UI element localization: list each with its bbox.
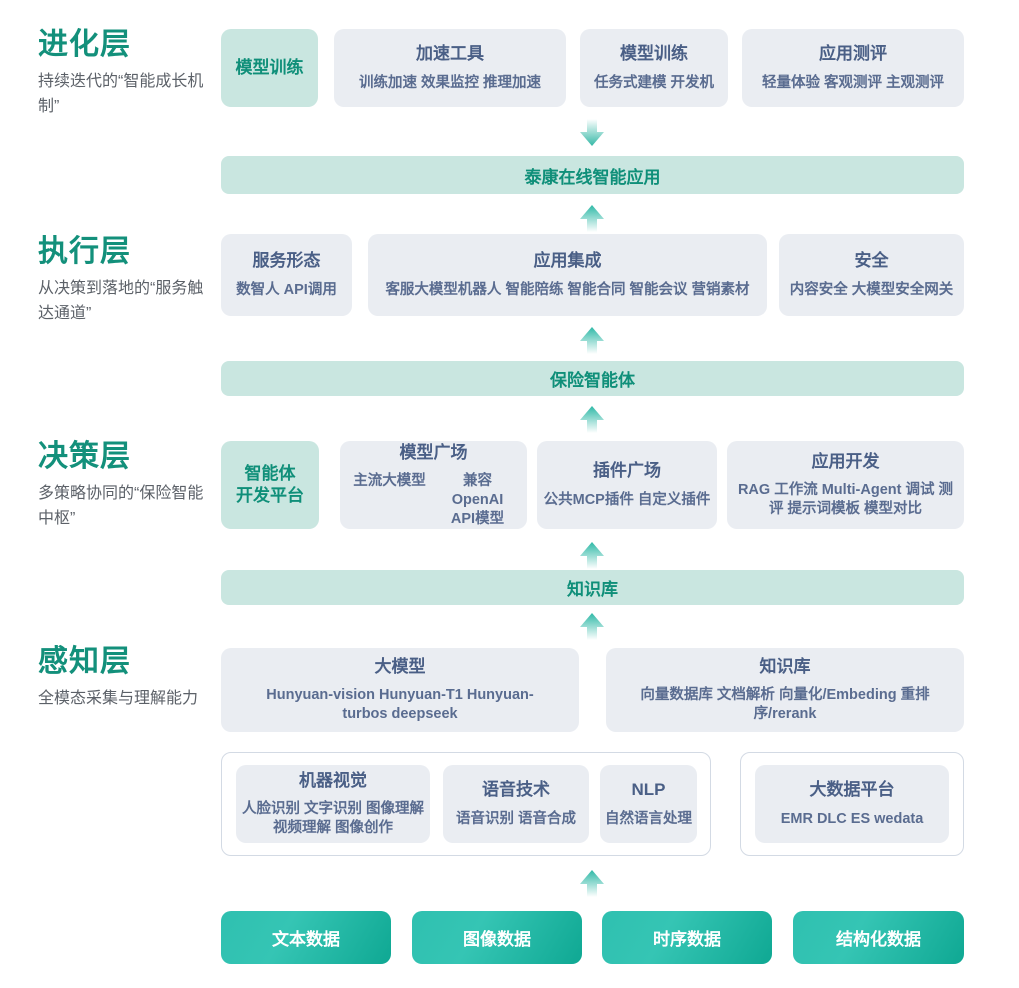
banner-taikang-online-ai-application[interactable]: 泰康在线智能应用 — [221, 156, 964, 194]
card-subtitle: 轻量体验 客观测评 主观测评 — [761, 74, 945, 91]
card-application-evaluation[interactable]: 应用测评 轻量体验 客观测评 主观测评 — [742, 29, 964, 107]
card-title: 模型广场 — [399, 442, 468, 462]
card-subtitle: 向量数据库 文档解析 向量化/Embeding 重排序/rerank — [640, 687, 930, 723]
card-large-models[interactable]: 大模型 Hunyuan-vision Hunyuan-T1 Hunyuan-tu… — [221, 648, 579, 732]
card-subtitle-group: 主流大模型 兼容OpenAI API模型 — [353, 472, 515, 529]
card-application-development[interactable]: 应用开发 RAG 工作流 Multi-Agent 调试 测评 提示词模板 模型对… — [727, 441, 964, 529]
card-title: 服务形态 — [252, 251, 321, 271]
banner-knowledge-base[interactable]: 知识库 — [221, 570, 964, 605]
card-title: 模型训练 — [235, 58, 304, 78]
group-ai-capabilities — [221, 752, 711, 856]
card-model-training[interactable]: 模型训练 任务式建模 开发机 — [580, 29, 728, 107]
card-title: 应用测评 — [819, 44, 887, 64]
card-application-integration[interactable]: 应用集成 客服大模型机器人 智能陪练 智能合同 智能会议 营销素材 — [368, 234, 767, 316]
card-model-plaza[interactable]: 模型广场 主流大模型 兼容OpenAI API模型 — [340, 441, 527, 529]
layer-label-decision: 决策层 多策略协同的“保险智能中枢” — [38, 440, 218, 532]
card-title: 模型训练 — [620, 44, 688, 64]
card-service-forms[interactable]: 服务形态 数智人 API调用 — [221, 234, 352, 316]
banner-label: 知识库 — [567, 580, 618, 599]
card-big-data-platform[interactable]: 大数据平台 EMR DLC ES wedata — [755, 765, 949, 843]
layer-title-decision: 决策层 — [38, 440, 131, 473]
card-subtitle: RAG 工作流 Multi-Agent 调试 测评 提示词模板 模型对比 — [737, 482, 954, 518]
chip-label: 图像数据 — [463, 930, 531, 949]
card-subtitle: 语音识别 语音合成 — [455, 810, 577, 827]
chip-image-data[interactable]: 图像数据 — [412, 911, 582, 964]
card-subtitle: 数智人 API调用 — [236, 281, 337, 298]
card-model-training-platform[interactable]: 模型训练 — [221, 29, 318, 107]
arrow-up-icon — [580, 406, 604, 433]
arrow-up-icon — [580, 613, 604, 640]
arrow-up-icon — [580, 542, 604, 569]
card-machine-vision[interactable]: 机器视觉 人脸识别 文字识别 图像理解 视频理解 图像创作 — [236, 765, 430, 843]
layer-subtitle-execution: 从决策到落地的“服务触达通道” — [38, 279, 204, 323]
layer-subtitle-evolution: 持续迭代的“智能成长机制” — [38, 72, 204, 116]
chip-label: 时序数据 — [653, 930, 721, 949]
arrow-down-icon — [580, 119, 604, 146]
card-title: 机器视觉 — [299, 771, 367, 791]
card-title-line1: 智能体 — [244, 463, 296, 483]
arrow-up-icon — [580, 205, 604, 232]
layer-subtitle-perception: 全模态采集与理解能力 — [38, 689, 199, 707]
card-subtitle: Hunyuan-vision Hunyuan-T1 Hunyuan-turbos… — [266, 687, 534, 723]
layer-label-evolution: 进化层 持续迭代的“智能成长机制” — [38, 28, 218, 120]
layer-title-evolution: 进化层 — [38, 28, 131, 61]
card-speech-technology[interactable]: 语音技术 语音识别 语音合成 — [443, 765, 589, 843]
banner-label: 保险智能体 — [550, 371, 635, 390]
card-title: 语音技术 — [482, 780, 550, 800]
card-subtitle: 内容安全 大模型安全网关 — [789, 281, 954, 298]
card-subtitle: 任务式建模 开发机 — [593, 74, 715, 91]
banner-insurance-agent[interactable]: 保险智能体 — [221, 361, 964, 396]
layer-label-perception: 感知层 全模态采集与理解能力 — [38, 645, 218, 711]
card-title: 知识库 — [759, 657, 811, 677]
card-title: 插件广场 — [593, 461, 661, 481]
card-nlp[interactable]: NLP 自然语言处理 — [600, 765, 697, 843]
card-plugin-plaza[interactable]: 插件广场 公共MCP插件 自定义插件 — [537, 441, 717, 529]
card-subtitle-right: 兼容OpenAI API模型 — [450, 472, 505, 527]
arrow-up-icon — [580, 870, 604, 897]
chip-text-data[interactable]: 文本数据 — [221, 911, 391, 964]
card-subtitle: 客服大模型机器人 智能陪练 智能合同 智能会议 营销素材 — [385, 281, 750, 298]
card-title: 应用集成 — [533, 251, 602, 271]
group-big-data — [740, 752, 964, 856]
card-agent-dev-platform[interactable]: 智能体 开发平台 — [221, 441, 319, 529]
card-subtitle: 自然语言处理 — [605, 810, 692, 827]
layer-label-execution: 执行层 从决策到落地的“服务触达通道” — [38, 235, 218, 327]
card-security[interactable]: 安全 内容安全 大模型安全网关 — [779, 234, 964, 316]
chip-structured-data[interactable]: 结构化数据 — [793, 911, 964, 964]
card-knowledge-base[interactable]: 知识库 向量数据库 文档解析 向量化/Embeding 重排序/rerank — [606, 648, 964, 732]
card-subtitle: 公共MCP插件 自定义插件 — [543, 491, 711, 508]
chip-label: 结构化数据 — [836, 930, 921, 949]
card-title: 应用开发 — [811, 452, 880, 472]
card-subtitle: 训练加速 效果监控 推理加速 — [358, 74, 542, 91]
card-subtitle-left: 主流大模型 — [353, 472, 426, 489]
arrow-up-icon — [580, 327, 604, 354]
banner-label: 泰康在线智能应用 — [524, 167, 661, 187]
card-title: 加速工具 — [416, 44, 484, 64]
card-title: 安全 — [854, 251, 889, 271]
chip-timeseries-data[interactable]: 时序数据 — [602, 911, 772, 964]
layer-title-execution: 执行层 — [38, 235, 131, 268]
card-acceleration-tools[interactable]: 加速工具 训练加速 效果监控 推理加速 — [334, 29, 566, 107]
card-title: 大数据平台 — [809, 780, 895, 800]
card-subtitle: EMR DLC ES wedata — [780, 810, 924, 827]
layer-subtitle-decision: 多策略协同的“保险智能中枢” — [38, 484, 204, 528]
card-title: NLP — [631, 780, 666, 800]
chip-label: 文本数据 — [272, 930, 340, 949]
layer-title-perception: 感知层 — [38, 645, 131, 678]
card-title: 大模型 — [374, 657, 426, 677]
card-title-line2: 开发平台 — [236, 486, 304, 505]
card-subtitle: 人脸识别 文字识别 图像理解 视频理解 图像创作 — [241, 801, 425, 837]
